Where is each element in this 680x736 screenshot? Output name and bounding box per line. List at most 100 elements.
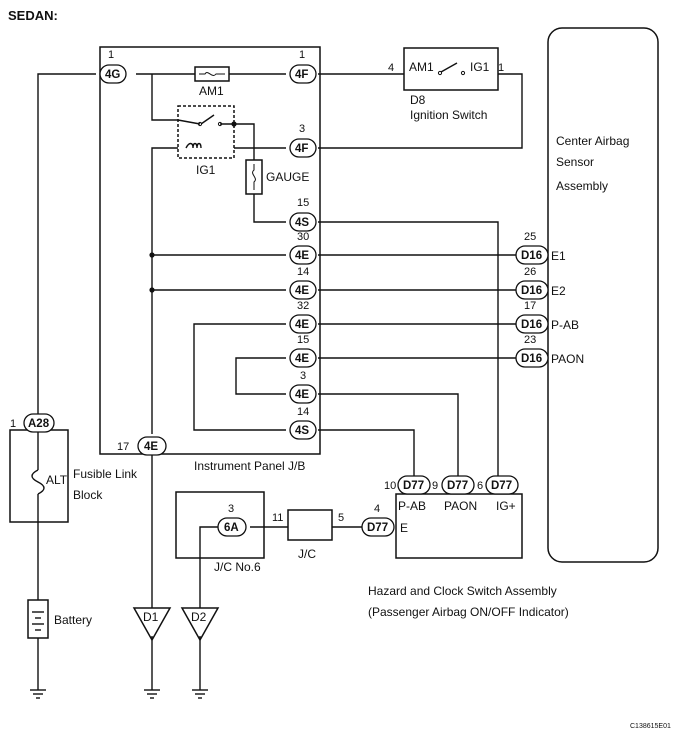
jc6-label: J/C No.6: [214, 560, 261, 574]
connector-4e-17: 4E 17: [117, 436, 167, 456]
svg-text:14: 14: [297, 406, 309, 418]
center-airbag-sensor-box: [547, 27, 659, 563]
svg-text:4E: 4E: [295, 319, 309, 331]
ignition-pin-ig1: 1: [498, 62, 504, 74]
svg-text:4G: 4G: [105, 69, 120, 81]
connector-d16-25: D16 25 E1: [515, 231, 566, 265]
jc-box: [287, 509, 333, 541]
connector-4e-30: 4E 30: [289, 231, 317, 265]
svg-text:32: 32: [297, 300, 309, 312]
connector-d77-6: D77 6: [477, 475, 519, 495]
battery-box: [27, 599, 49, 639]
ground-symbol: [144, 689, 160, 699]
svg-text:4F: 4F: [295, 69, 308, 81]
ground-point-d2: D2: [180, 607, 220, 642]
svg-text:23: 23: [524, 334, 536, 346]
gauge-fuse-element: [252, 164, 256, 190]
svg-text:30: 30: [297, 231, 309, 243]
svg-text:D77: D77: [447, 480, 468, 492]
svg-text:15: 15: [297, 197, 309, 209]
connector-d77-10: D77 10: [384, 475, 431, 495]
connector-d16-23: D16 23 PAON: [515, 334, 584, 368]
svg-text:6: 6: [477, 480, 483, 492]
connector-d77-4: D77 4: [361, 503, 395, 537]
ignition-switch-box: [403, 47, 499, 91]
svg-text:4: 4: [374, 503, 380, 515]
svg-text:4E: 4E: [295, 353, 309, 365]
connector-4g: 4G 1: [99, 49, 127, 84]
svg-text:26: 26: [524, 266, 536, 278]
instrument-panel-jb-box: [99, 46, 321, 455]
center-airbag-label-2: Sensor: [556, 155, 594, 169]
svg-text:A28: A28: [28, 418, 50, 430]
ignition-am1-label: AM1: [409, 60, 434, 74]
svg-text:D77: D77: [491, 480, 512, 492]
ignition-pin-am1: 4: [388, 62, 394, 74]
instrument-panel-jb-label: Instrument Panel J/B: [194, 459, 305, 473]
svg-text:4F: 4F: [295, 143, 308, 155]
junction-dot: [149, 287, 155, 293]
svg-text:D77: D77: [403, 480, 424, 492]
svg-text:6A: 6A: [224, 522, 239, 534]
connector-d16-26: D16 26 E2: [515, 266, 566, 300]
hazard-e-label: E: [400, 521, 408, 535]
svg-text:4E: 4E: [295, 250, 309, 262]
connector-4e-32: 4E 32: [289, 300, 317, 334]
ground-symbol: [192, 689, 208, 699]
connector-d77-9: D77 9: [432, 475, 475, 495]
fusible-link-label-2: Block: [73, 488, 103, 502]
battery-label: Battery: [54, 613, 92, 627]
svg-text:D2: D2: [191, 610, 207, 624]
jc-pin-in: 11: [272, 512, 283, 524]
svg-text:P-AB: P-AB: [551, 318, 579, 332]
svg-text:E2: E2: [551, 284, 566, 298]
ignition-switch-contact-b: [460, 70, 466, 76]
svg-text:25: 25: [524, 231, 536, 243]
figure-code: C138615E01: [630, 723, 671, 730]
connector-d16-17: D16 17 P-AB: [515, 300, 579, 334]
svg-text:4E: 4E: [144, 441, 158, 453]
hazard-pab-label: P-AB: [398, 499, 426, 513]
svg-text:PAON: PAON: [551, 352, 584, 366]
svg-text:9: 9: [432, 480, 438, 492]
svg-text:4E: 4E: [295, 285, 309, 297]
svg-text:14: 14: [297, 266, 309, 278]
svg-text:3: 3: [299, 123, 305, 135]
svg-text:D16: D16: [521, 353, 542, 365]
svg-text:D16: D16: [521, 285, 542, 297]
svg-text:D1: D1: [143, 610, 159, 624]
fusible-link-symbol: [31, 469, 45, 495]
jc6-box: [175, 491, 265, 559]
jc-pin-out: 5: [338, 512, 344, 524]
svg-text:4E: 4E: [295, 389, 309, 401]
ig1-relay-box: [177, 105, 235, 159]
svg-text:1: 1: [10, 418, 16, 430]
hazard-assembly-label-1: Hazard and Clock Switch Assembly: [368, 584, 557, 598]
gauge-fuse-label: GAUGE: [266, 170, 309, 184]
connector-a28: A28 1: [10, 413, 55, 433]
diagram-title: SEDAN:: [8, 8, 58, 23]
ignition-switch-id: D8: [410, 93, 426, 107]
ig1-relay-coil: [185, 142, 202, 149]
connector-4f-1: 4F 1: [289, 49, 317, 84]
svg-text:4S: 4S: [295, 425, 309, 437]
svg-text:D77: D77: [367, 522, 388, 534]
ground-point-d1: D1: [132, 607, 172, 642]
junction-dot: [149, 252, 155, 258]
center-airbag-label-1: Center Airbag: [556, 134, 629, 148]
svg-text:1: 1: [108, 49, 114, 61]
svg-text:1: 1: [299, 49, 305, 61]
svg-text:17: 17: [117, 441, 129, 453]
am1-fuse-element: [199, 72, 225, 76]
ignition-switch-name: Ignition Switch: [410, 108, 487, 122]
connector-4s-15: 4S 15: [289, 197, 317, 232]
ig1-relay-label: IG1: [196, 163, 216, 177]
hazard-paon-label: PAON: [444, 499, 477, 513]
svg-text:D16: D16: [521, 250, 542, 262]
center-airbag-label-3: Assembly: [556, 179, 608, 193]
jc-label: J/C: [298, 547, 316, 561]
svg-text:4S: 4S: [295, 217, 309, 229]
ignition-switch-contact-a: [437, 70, 443, 76]
ground-symbol: [30, 689, 46, 699]
